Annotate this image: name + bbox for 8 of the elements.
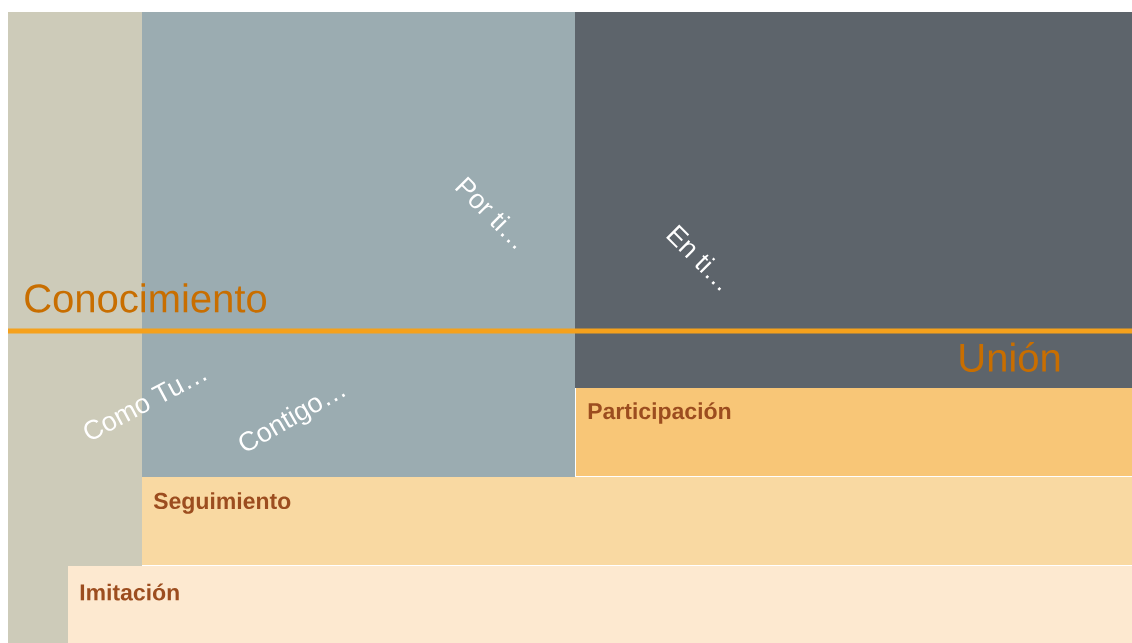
diagonal-text: Por ti… xyxy=(454,176,517,250)
diagonal-text: Como Tu… xyxy=(84,377,207,439)
band-label: Seguimiento xyxy=(153,492,291,514)
band-label: Imitación xyxy=(80,583,179,601)
band-label: Participación xyxy=(588,402,731,424)
heading: Unión xyxy=(960,342,1060,372)
heading: Conocimiento xyxy=(25,283,267,313)
diagonal-text: En ti… xyxy=(666,224,722,291)
